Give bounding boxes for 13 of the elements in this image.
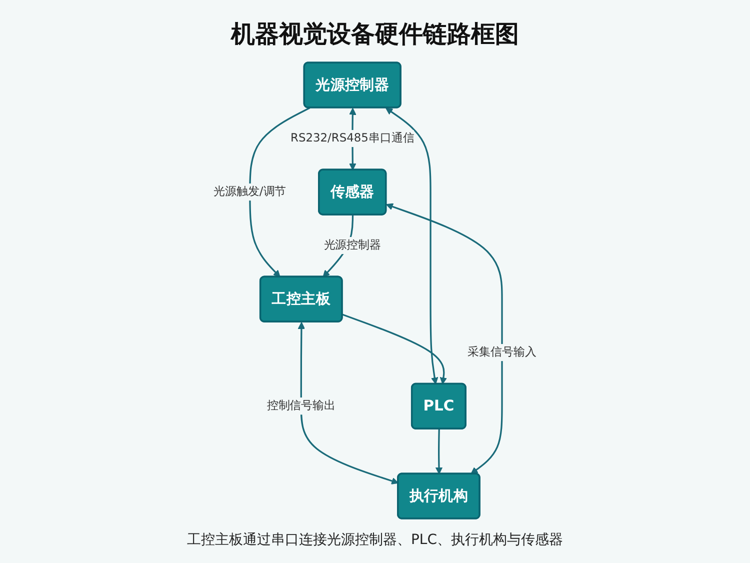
edge-label: RS232/RS485串口通信 bbox=[290, 132, 414, 145]
edge-label: 光源控制器 bbox=[324, 238, 381, 252]
arrow bbox=[435, 428, 443, 474]
edge-label: 光源触发/调节 bbox=[214, 185, 286, 198]
arrow bbox=[342, 314, 447, 384]
arrow bbox=[386, 108, 438, 384]
arrow bbox=[249, 107, 310, 278]
edge-label: 采集信号输入 bbox=[468, 346, 536, 359]
arrow bbox=[386, 203, 503, 474]
caption: 工控主板通过串口连接光源控制器、PLC、执行机构与传感器 bbox=[186, 531, 564, 549]
arrow bbox=[298, 322, 399, 484]
edge-label: 控制信号输出 bbox=[266, 399, 336, 412]
diagram-title: 机器视觉设备硬件链路框图 bbox=[231, 19, 519, 50]
